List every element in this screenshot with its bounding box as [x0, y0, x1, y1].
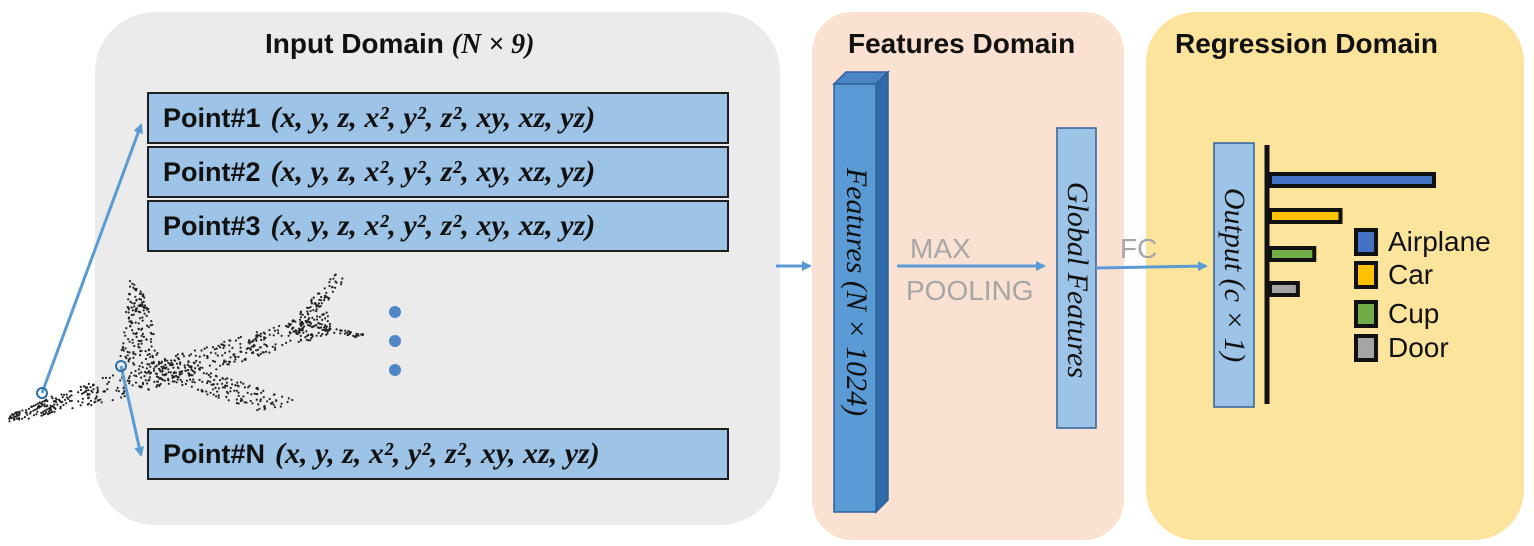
ellipsis-dot-1	[389, 306, 401, 318]
output-bar-car	[1268, 208, 1343, 224]
legend-swatch	[1354, 261, 1378, 289]
legend-label: Cup	[1388, 298, 1440, 329]
point-box-n: Point#N (x, y, z, x², y², z², xy, xz, yz…	[147, 428, 729, 480]
point-formula: (x, y, z, x², y², z², xy, xz, yz)	[270, 101, 596, 134]
point-label: Point#1	[163, 102, 261, 133]
output-box	[1213, 142, 1255, 408]
global-features-label: Global Features	[1061, 181, 1094, 379]
legend-swatch	[1354, 334, 1378, 362]
input-domain-title-math: (N × 9)	[451, 29, 535, 60]
output-label: Output (c × 1)	[1218, 187, 1251, 363]
airplane-point-cloud	[8, 273, 364, 423]
point-label: Point#2	[163, 156, 261, 187]
output-bars	[1268, 172, 1436, 297]
pooling-label: POOLING	[906, 275, 1034, 306]
point-label: Point#N	[163, 438, 266, 469]
legend-item-airplane: Airplane	[1354, 226, 1491, 258]
features-label: Features (N × 1024)	[840, 167, 873, 417]
legend-swatch	[1354, 228, 1378, 256]
features-domain-title: Features Domain	[848, 28, 1076, 59]
input-domain-title-text: Input Domain	[265, 28, 444, 59]
output-bar-cup	[1268, 246, 1317, 262]
legend-swatch	[1354, 300, 1378, 328]
legend-item-car: Car	[1354, 259, 1433, 291]
legend-item-cup: Cup	[1354, 298, 1439, 330]
fc-label: FC	[1120, 233, 1158, 264]
arrow-fc	[1095, 261, 1208, 272]
legend-label: Airplane	[1388, 226, 1491, 257]
regression-domain-title: Regression Domain	[1175, 28, 1438, 59]
features-bar-side	[875, 70, 889, 514]
sampled-point-1	[36, 387, 48, 399]
features-bar-front	[833, 83, 877, 513]
global-features-box	[1056, 127, 1097, 429]
legend-label: Door	[1388, 332, 1449, 363]
output-bar-door	[1268, 281, 1300, 297]
sampled-point-n	[115, 360, 127, 372]
point-box-1: Point#1 (x, y, z, x², y², z², xy, xz, yz…	[147, 92, 729, 144]
point-box-3: Point#3 (x, y, z, x², y², z², xy, xz, yz…	[147, 200, 729, 252]
arrow-to-pointN	[119, 365, 145, 457]
point-formula: (x, y, z, x², y², z², xy, xz, yz)	[270, 155, 596, 188]
max-label: MAX	[910, 233, 971, 264]
output-bar-airplane	[1268, 172, 1436, 188]
point-label: Point#3	[163, 210, 261, 241]
point-formula: (x, y, z, x², y², z², xy, xz, yz)	[270, 209, 596, 242]
input-domain-title: Input Domain (N × 9)	[265, 28, 534, 61]
legend-item-door: Door	[1354, 332, 1449, 364]
arrow-to-point1	[40, 123, 143, 394]
regression-domain-panel	[1146, 12, 1524, 540]
ellipsis-dot-2	[389, 335, 401, 347]
ellipsis-dot-3	[389, 364, 401, 376]
legend-label: Car	[1388, 259, 1434, 290]
point-formula: (x, y, z, x², y², z², xy, xz, yz)	[275, 437, 600, 470]
point-box-2: Point#2 (x, y, z, x², y², z², xy, xz, yz…	[147, 146, 729, 198]
